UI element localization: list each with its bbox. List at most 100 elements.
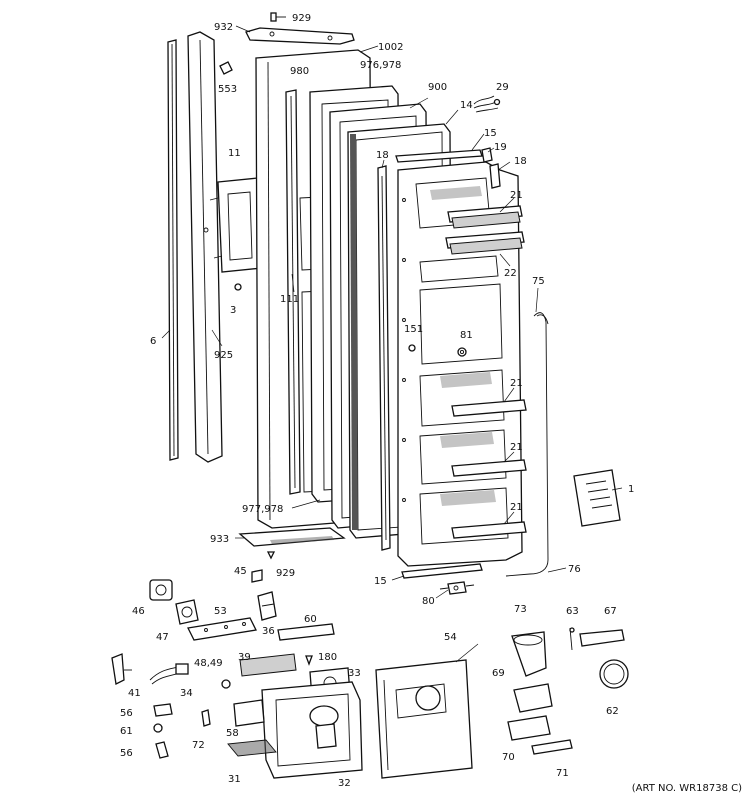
drip-tray-31	[227, 739, 277, 757]
callout-31: 31	[228, 774, 241, 785]
callout-980: 980	[290, 66, 309, 77]
callout-34: 34	[180, 688, 193, 699]
bar-71	[531, 739, 573, 755]
callout-15-bottom: 15	[374, 576, 387, 587]
callout-81: 81	[460, 330, 473, 341]
callout-72: 72	[192, 740, 205, 751]
door-gasket-strip-6	[167, 39, 179, 461]
callout-75: 75	[532, 276, 545, 287]
dispenser-housing-32	[261, 681, 363, 779]
callout-48-49: 48,49	[194, 658, 223, 669]
cap-56-upper	[153, 703, 173, 717]
callout-61: 61	[120, 726, 133, 737]
shelf-bar-21-bottom	[451, 521, 527, 539]
callout-29: 29	[496, 82, 509, 93]
callout-932: 932	[214, 22, 233, 33]
callout-71: 71	[556, 768, 569, 779]
part-48-49	[221, 679, 231, 689]
callout-18-right: 18	[514, 156, 527, 167]
dispenser-panel-54	[375, 659, 473, 779]
screw-3	[234, 283, 242, 291]
shelf-bar-22	[445, 231, 525, 255]
callout-76: 76	[568, 564, 581, 575]
plug-81	[457, 347, 467, 357]
wire-34	[149, 663, 189, 685]
chute-73	[511, 631, 547, 677]
bracket-67	[579, 629, 625, 647]
bottom-hinge-933	[238, 527, 346, 547]
callout-21-top: 21	[510, 190, 523, 201]
callout-151: 151	[404, 324, 423, 335]
panel-39	[239, 653, 297, 677]
clip-553	[219, 61, 233, 75]
bar-60	[277, 623, 335, 641]
shelf-bar-21-mid2	[451, 459, 527, 477]
switch-41	[111, 653, 132, 685]
door-69	[513, 683, 553, 713]
callout-3: 3	[230, 305, 236, 316]
cap-56-lower	[155, 741, 169, 759]
callout-15-top: 15	[484, 128, 497, 139]
callout-6: 6	[150, 336, 156, 347]
door-trim-925	[187, 31, 223, 463]
lever-70	[507, 715, 551, 741]
callout-11: 11	[228, 148, 241, 159]
callout-39: 39	[238, 652, 251, 663]
screw-929-bottom	[266, 551, 276, 560]
hinge-bracket-932	[245, 27, 355, 45]
gasket-ring-62	[599, 659, 629, 689]
switch-46	[149, 579, 173, 601]
callout-60: 60	[304, 614, 317, 625]
callout-18-left: 18	[376, 150, 389, 161]
callout-180: 180	[318, 652, 337, 663]
callout-929-top: 929	[292, 13, 311, 24]
callout-labels: 932 929 1002 553 980 976,978 900 29 14 1…	[120, 13, 634, 789]
callout-56-upper: 56	[120, 708, 133, 719]
callout-22: 22	[504, 268, 517, 279]
screw-929-top	[270, 12, 286, 22]
callout-925: 925	[214, 350, 233, 361]
callout-21-mid2: 21	[510, 442, 523, 453]
callout-977-978: 977,978	[242, 504, 283, 515]
callout-976-978: 976,978	[360, 60, 401, 71]
part-63	[569, 627, 575, 651]
callout-33: 33	[348, 668, 361, 679]
strip-18-left	[377, 165, 391, 551]
callout-41: 41	[128, 688, 141, 699]
part-61	[153, 723, 163, 733]
callout-70: 70	[502, 752, 515, 763]
fitting-80	[439, 581, 475, 595]
callout-929-bottom: 929	[276, 568, 295, 579]
callout-58: 58	[226, 728, 239, 739]
actuator-36	[257, 591, 277, 621]
strip-18-right	[489, 163, 501, 189]
callout-1002: 1002	[378, 42, 403, 53]
trim-strip-980	[285, 89, 301, 495]
shelf-bar-21-top	[447, 205, 523, 229]
callout-56-lower: 56	[120, 748, 133, 759]
callout-62: 62	[606, 706, 619, 717]
callout-45: 45	[234, 566, 247, 577]
callout-21-bottom: 21	[510, 502, 523, 513]
callout-46: 46	[132, 606, 145, 617]
switch-47	[175, 599, 199, 625]
handle-11	[209, 177, 263, 273]
callout-47: 47	[156, 632, 169, 643]
callout-32: 32	[338, 778, 351, 789]
callout-19: 19	[494, 142, 507, 153]
callout-54: 54	[444, 632, 457, 643]
wire-harness-29	[473, 95, 501, 113]
callout-14: 14	[460, 100, 473, 111]
callout-1: 1	[628, 484, 634, 495]
callout-63: 63	[566, 606, 579, 617]
bracket-58	[233, 699, 265, 727]
part-180	[305, 655, 313, 666]
plug-151	[408, 344, 416, 352]
callout-21-mid1: 21	[510, 378, 523, 389]
callout-900: 900	[428, 82, 447, 93]
instruction-booklet-1	[573, 469, 621, 527]
callout-553: 553	[218, 84, 237, 95]
callout-933: 933	[210, 534, 229, 545]
cap-19	[481, 147, 493, 163]
shelf-bar-21-mid1	[451, 399, 527, 417]
